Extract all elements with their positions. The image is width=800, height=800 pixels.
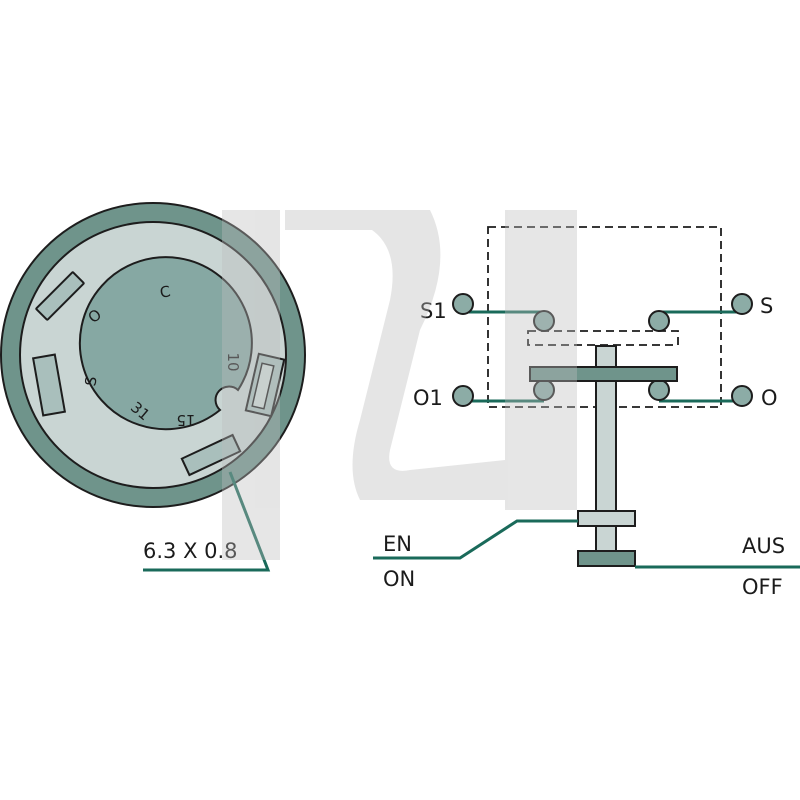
- s-terminal: [731, 293, 753, 315]
- off-label-en: OFF: [742, 575, 783, 599]
- watermark-glyph: [285, 210, 505, 500]
- on-label-de: EN: [383, 532, 412, 556]
- on-stop-collar: [577, 510, 636, 527]
- o1-label: O1: [413, 386, 443, 410]
- on-label-en: ON: [383, 567, 415, 591]
- pin-label-10: 10: [224, 352, 242, 371]
- contact-bridge: [529, 366, 678, 382]
- o-contact: [648, 379, 670, 401]
- o-label: O: [761, 386, 778, 410]
- off-stop-collar: [577, 550, 636, 567]
- on-leader: [373, 519, 578, 560]
- off-label-de: AUS: [742, 534, 785, 558]
- watermark-bar-left: [222, 210, 280, 560]
- s1-contact: [533, 310, 555, 332]
- switch-enclosure: [487, 226, 722, 408]
- terminal-size-leader: [143, 471, 271, 572]
- s-label: S: [760, 294, 773, 318]
- connector-center-disc: [78, 256, 253, 431]
- connector-face: C O S 31 15 10 6.3 X 0.8: [0, 202, 306, 572]
- s-contact: [648, 310, 670, 332]
- o-terminal: [731, 385, 753, 407]
- s1-label: S1: [420, 299, 447, 323]
- pin-label-s: S: [81, 375, 100, 388]
- o1-terminal: [452, 385, 474, 407]
- s1-terminal: [452, 293, 474, 315]
- watermark: [222, 210, 577, 560]
- terminal-size-label: 6.3 X 0.8: [143, 539, 238, 563]
- pin-label-15: 15: [176, 411, 195, 429]
- pin-label-c: C: [158, 282, 171, 302]
- switch-schematic: S1 S O1 O EN ON AUS OFF: [373, 226, 800, 599]
- watermark-bar-right: [505, 210, 577, 510]
- terminal-upper-left: [35, 271, 85, 321]
- terminal-right-slot: [251, 362, 275, 410]
- terminal-bottom-right: [180, 433, 242, 477]
- terminal-left: [31, 353, 67, 417]
